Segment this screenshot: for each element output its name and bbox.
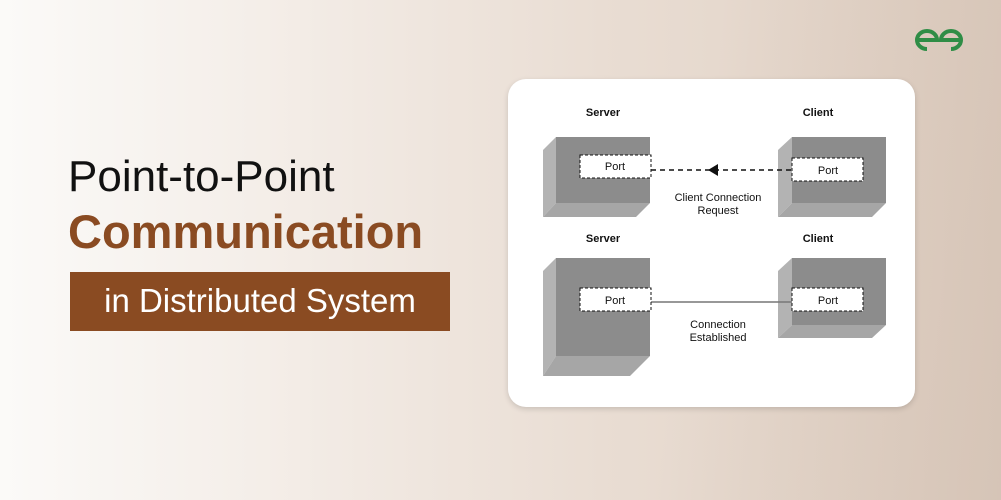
server-box-bottom (543, 258, 650, 376)
port-label: Port (818, 165, 838, 177)
subtitle-banner: in Distributed System (70, 272, 450, 331)
title-line-1: Point-to-Point (68, 152, 335, 201)
request-caption-line-2: Request (698, 205, 739, 217)
client-label: Client (803, 233, 834, 245)
established-caption-line-2: Established (690, 332, 747, 344)
subtitle-text: in Distributed System (104, 282, 416, 319)
arrowhead-icon (708, 164, 718, 176)
server-port-bottom (579, 287, 652, 312)
port-label: Port (605, 161, 625, 173)
port-label: Port (605, 295, 625, 307)
port-label: Port (818, 295, 838, 307)
client-label: Client (803, 107, 834, 119)
request-caption-line-1: Client Connection (675, 192, 762, 204)
geeksforgeeks-logo-icon (914, 28, 964, 57)
server-port-top (579, 154, 652, 179)
client-port-bottom (791, 287, 864, 312)
server-label: Server (586, 107, 621, 119)
established-caption-line-1: Connection (690, 319, 746, 331)
title-line-2: Communication (68, 205, 424, 258)
server-label: Server (586, 233, 621, 245)
client-port-top (791, 157, 864, 182)
diagram: Port Port Port Port Server Client Server… (543, 107, 886, 376)
